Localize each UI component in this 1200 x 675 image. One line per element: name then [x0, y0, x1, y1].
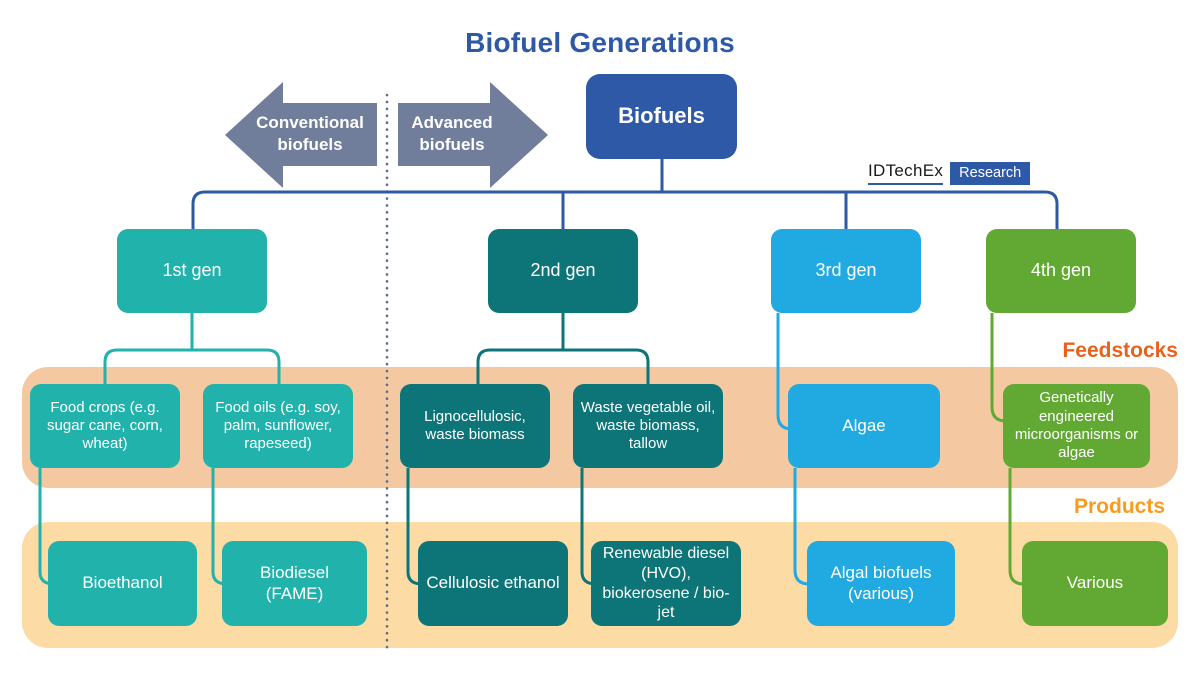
node-waste-vegetable-oil: Waste vegetable oil, waste biomass, tall…	[573, 384, 723, 468]
node-food-crops: Food crops (e.g. sugar cane, corn, wheat…	[30, 384, 180, 468]
brand-badge: Research	[950, 161, 1031, 185]
feedstocks-row-label: Feedstocks	[1062, 339, 1178, 362]
node-food-oils: Food oils (e.g. soy, palm, sunflower, ra…	[203, 384, 353, 468]
node-biofuels: Biofuels	[586, 74, 737, 159]
page-title: Biofuel Generations	[465, 27, 735, 58]
connector-gen2-branch	[476, 348, 650, 386]
node-4th-gen: 4th gen	[986, 229, 1136, 313]
node-2nd-gen: 2nd gen	[488, 229, 638, 313]
node-bioethanol: Bioethanol	[48, 541, 197, 626]
node-algae: Algae	[788, 384, 940, 468]
node-algal-biofuels: Algal biofuels (various)	[807, 541, 955, 626]
connector-gen1-branch	[103, 348, 281, 386]
node-renewable-diesel: Renewable diesel (HVO), biokerosene / bi…	[591, 541, 741, 626]
brand-name: IDTechEx	[868, 161, 944, 185]
brand-logo: IDTechEx Research	[868, 161, 1031, 185]
root-connectors	[191, 158, 1059, 229]
conventional-biofuels-arrow-label: Conventional biofuels	[256, 113, 364, 155]
node-various: Various	[1022, 541, 1168, 626]
node-1st-gen: 1st gen	[117, 229, 267, 313]
advanced-biofuels-arrow-icon	[398, 82, 548, 188]
node-biodiesel-fame: Biodiesel (FAME)	[222, 541, 367, 626]
products-row-label: Products	[1073, 495, 1165, 518]
node-3rd-gen: 3rd gen	[771, 229, 921, 313]
advanced-biofuels-arrow-label: Advanced biofuels	[411, 113, 493, 155]
node-genetically-engineered: Genetically engineered microorganisms or…	[1003, 384, 1150, 468]
connector-root-rail	[191, 190, 1059, 229]
node-lignocellulosic: Lignocellulosic, waste biomass	[400, 384, 550, 468]
node-cellulosic-ethanol: Cellulosic ethanol	[418, 541, 568, 626]
conventional-biofuels-arrow-icon	[225, 82, 377, 188]
